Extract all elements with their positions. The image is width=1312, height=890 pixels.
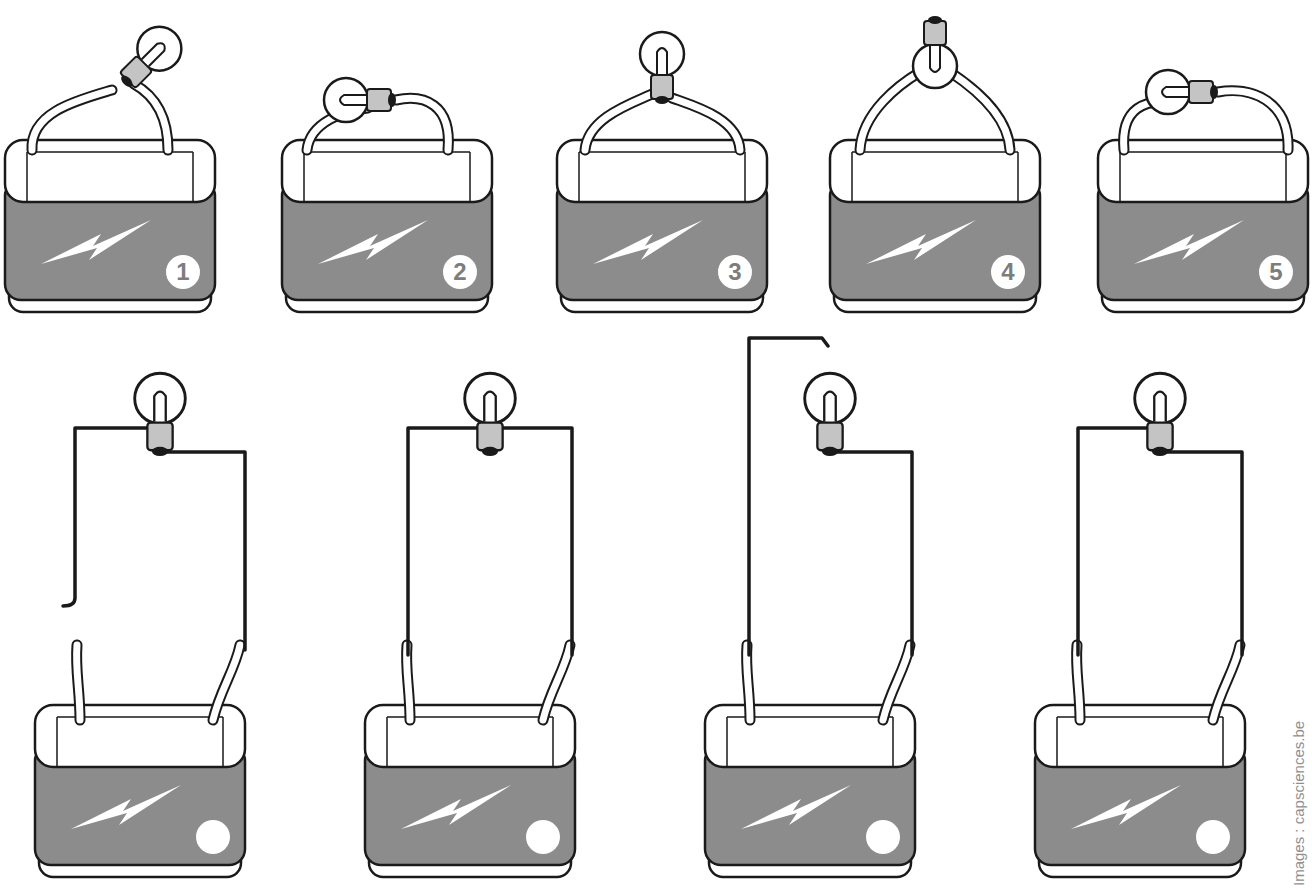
callout-number: 5 xyxy=(1259,255,1293,289)
callout-number: 1 xyxy=(166,255,200,289)
callout-number: 3 xyxy=(718,255,752,289)
callout-number: 4 xyxy=(991,255,1025,289)
watermark: Images : capsciences.be xyxy=(1290,721,1308,886)
callout-number: 2 xyxy=(443,255,477,289)
